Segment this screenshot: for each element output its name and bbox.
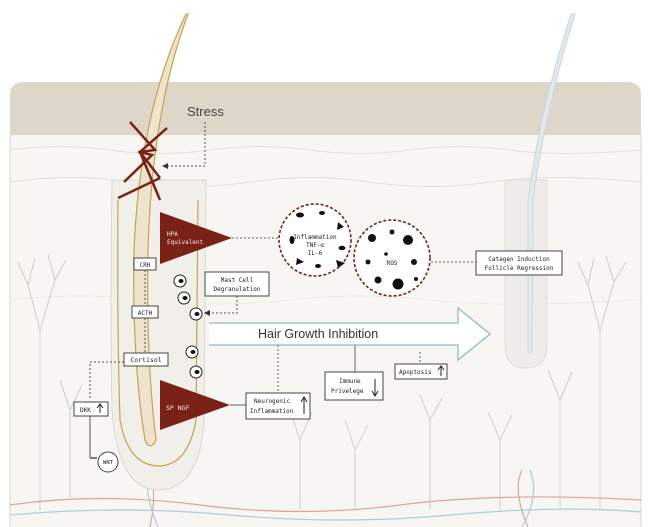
ros-label: ROS xyxy=(387,260,398,267)
inflammation-label-line1: Inflammation xyxy=(293,234,337,241)
cortisol-label: Cortisol xyxy=(130,356,161,364)
neurogenic-box xyxy=(246,393,310,419)
neurogenic-label-line2: Inflammation xyxy=(250,408,294,415)
dkk-label: DKK xyxy=(80,407,91,414)
mast-cell-label-line1: Mast Cell xyxy=(221,277,254,284)
catagen-label-line1: Catagen Induction xyxy=(488,256,550,263)
acth-label: ACTH xyxy=(138,310,153,317)
hpa-label-line2: Equivalent xyxy=(167,239,204,246)
wnt-label: WNT xyxy=(103,460,114,466)
inflammation-label-line2: TNF-α xyxy=(306,242,324,249)
stress-label: Stress xyxy=(187,104,224,119)
catagen-label-line2: Follicle Regression xyxy=(485,265,554,272)
crh-label: CRH xyxy=(140,262,151,269)
mast-cell-label-line2: Degranulation xyxy=(214,286,261,293)
immune-label-line2: Privelege xyxy=(331,388,364,395)
immune-label-line1: Immune xyxy=(339,378,361,385)
apoptosis-label: Apoptosis xyxy=(399,369,432,376)
hair-growth-inhibition-label: Hair Growth Inhibition xyxy=(258,327,378,341)
neurogenic-label-line1: Neurogenic xyxy=(254,398,291,405)
inflammation-label-line3: IL-6 xyxy=(308,250,323,257)
sp-ngf-label: SP NGF xyxy=(166,404,190,412)
hpa-label-line1: HPA xyxy=(167,231,178,238)
